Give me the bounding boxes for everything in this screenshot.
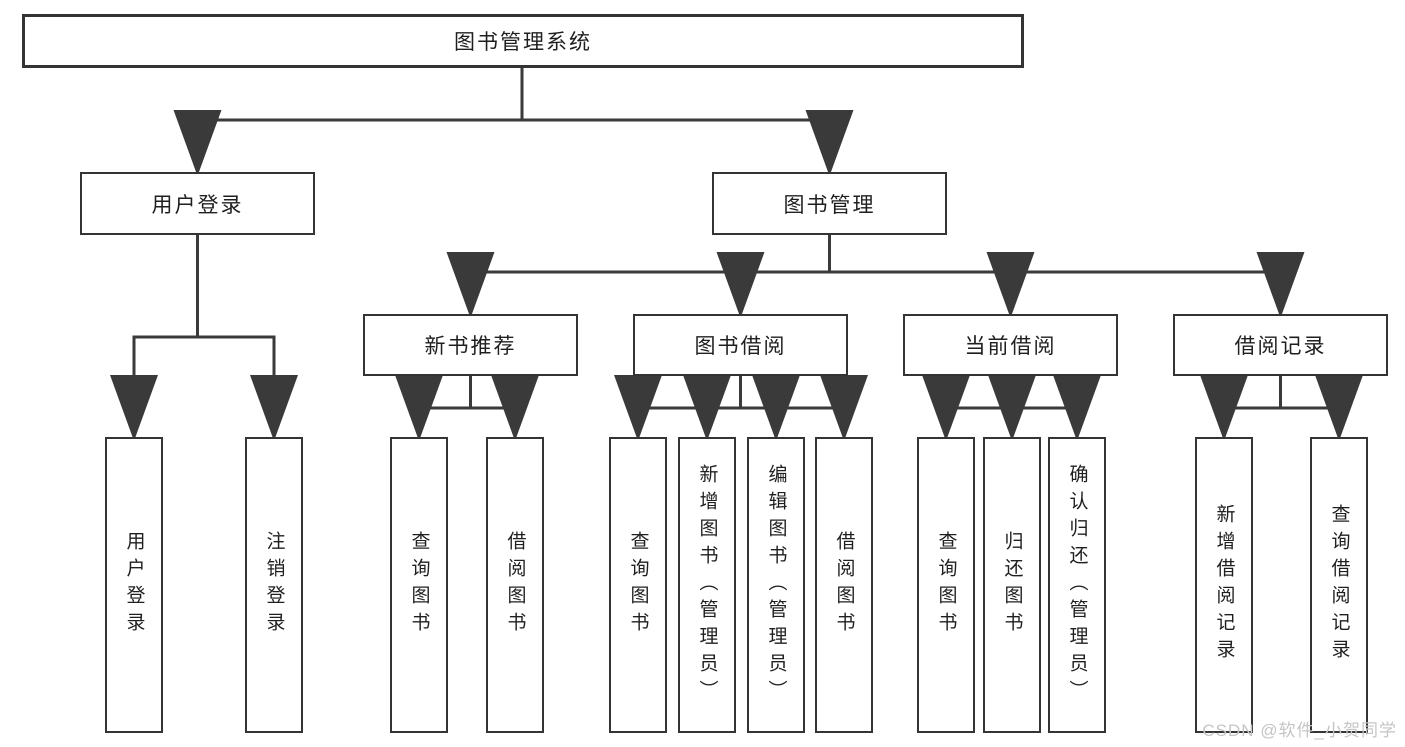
node-book-management-label: 图书管理 (783, 193, 876, 217)
node-borrow-records-label: 借阅记录 (1234, 335, 1327, 358)
node-book-borrow: 图书借阅 (633, 314, 848, 376)
leaf-current-query-books: 查询图书 (917, 437, 975, 733)
leaf-confirm-return-admin-label: 确认归还（管理员） (1066, 463, 1088, 707)
node-book-borrow-label: 图书借阅 (694, 335, 787, 358)
leaf-add-books-admin: 新增图书（管理员） (678, 437, 736, 733)
leaf-recommend-borrow-books-label: 借阅图书 (504, 531, 526, 639)
node-current-borrow-label: 当前借阅 (964, 335, 1057, 358)
leaf-recommend-query-books: 查询图书 (390, 437, 448, 733)
node-user-login-label: 用户登录 (151, 193, 244, 217)
leaf-edit-books-admin: 编辑图书（管理员） (747, 437, 805, 733)
leaf-add-borrow-record: 新增借阅记录 (1195, 437, 1253, 733)
leaf-query-borrow-record-label: 查询借阅记录 (1328, 504, 1350, 666)
leaf-recommend-borrow-books: 借阅图书 (486, 437, 544, 733)
leaf-add-borrow-record-label: 新增借阅记录 (1213, 504, 1235, 666)
node-current-borrow: 当前借阅 (903, 314, 1118, 376)
leaf-return-books-label: 归还图书 (1001, 531, 1023, 639)
leaf-add-books-admin-label: 新增图书（管理员） (696, 463, 718, 707)
leaf-recommend-query-books-label: 查询图书 (408, 531, 430, 639)
leaf-confirm-return-admin: 确认归还（管理员） (1048, 437, 1106, 733)
node-user-login: 用户登录 (80, 172, 315, 235)
leaf-logout-label: 注销登录 (263, 531, 285, 639)
leaf-borrow-query-books-label: 查询图书 (627, 531, 649, 639)
leaf-user-login-label: 用户登录 (123, 531, 145, 639)
leaf-logout: 注销登录 (245, 437, 303, 733)
node-root-library-system: 图书管理系统 (22, 14, 1024, 68)
leaf-borrow-books: 借阅图书 (815, 437, 873, 733)
node-new-book-recommend: 新书推荐 (363, 314, 578, 376)
leaf-borrow-query-books: 查询图书 (609, 437, 667, 733)
node-book-management: 图书管理 (712, 172, 947, 235)
leaf-current-query-books-label: 查询图书 (935, 531, 957, 639)
node-new-book-recommend-label: 新书推荐 (424, 335, 517, 358)
node-borrow-records: 借阅记录 (1173, 314, 1388, 376)
csdn-watermark: CSDN @软件_小贺同学 (1202, 721, 1397, 740)
node-root-label: 图书管理系统 (454, 31, 592, 54)
leaf-return-books: 归还图书 (983, 437, 1041, 733)
leaf-user-login: 用户登录 (105, 437, 163, 733)
leaf-query-borrow-record: 查询借阅记录 (1310, 437, 1368, 733)
leaf-edit-books-admin-label: 编辑图书（管理员） (765, 463, 787, 707)
leaf-borrow-books-label: 借阅图书 (833, 531, 855, 639)
